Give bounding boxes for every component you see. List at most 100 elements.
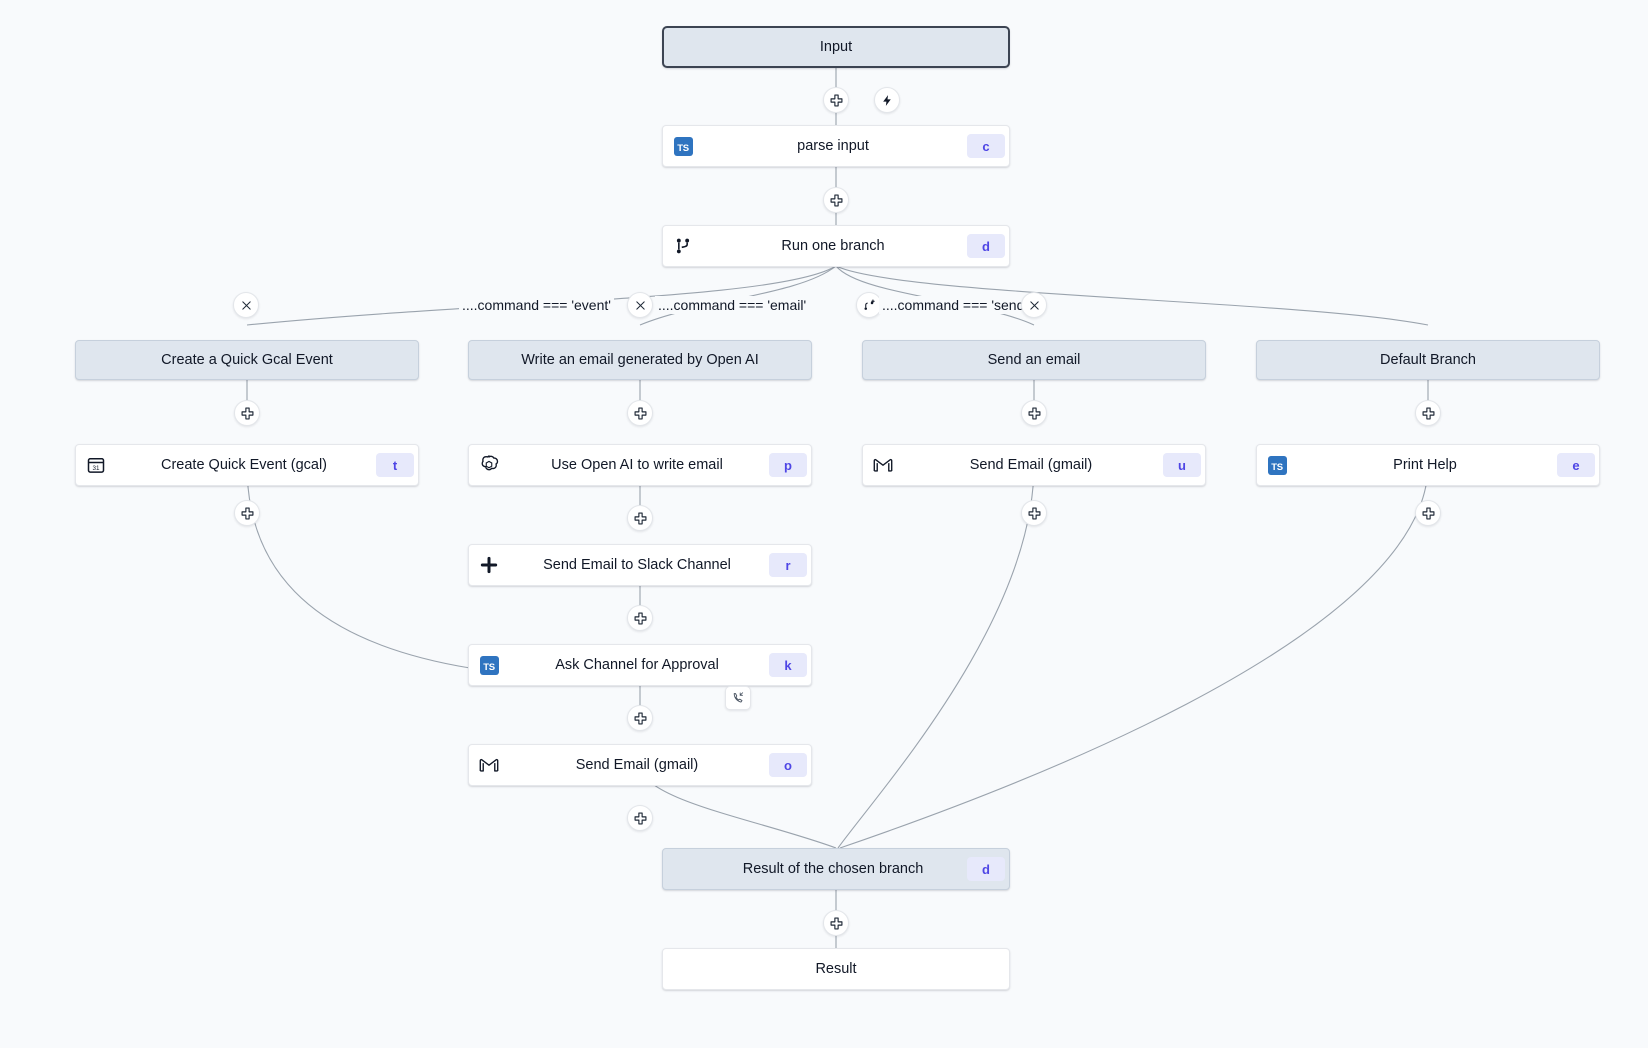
shortcut-badge[interactable]: c: [967, 134, 1005, 158]
node-run-one-branch-label: Run one branch: [781, 238, 885, 254]
node-create-quick-event-label: Create Quick Event (gcal): [160, 457, 327, 473]
branch-head-default-branch[interactable]: Default Branch: [1256, 340, 1600, 380]
node-parse-input-kbd-slot: c: [963, 134, 1009, 158]
lightning-bolt-icon: [882, 94, 891, 106]
node-result[interactable]: Result: [662, 948, 1010, 990]
node-use-openai-write-email[interactable]: Use Open AI to write email p: [468, 444, 812, 486]
plus-icon: [634, 407, 646, 419]
branch-head-label: Create a Quick Gcal Event: [161, 352, 333, 368]
plus-icon: [1028, 407, 1040, 419]
add-step-button-after-gmail-u[interactable]: [1021, 500, 1047, 526]
node-ask-approval-label: Ask Channel for Approval: [555, 657, 719, 673]
kbd-slot: k: [765, 653, 811, 677]
typescript-icon: TS: [1267, 455, 1287, 475]
git-branch-icon-slot: [663, 236, 703, 256]
add-step-button-branch-2[interactable]: [627, 400, 653, 426]
shortcut-badge[interactable]: d: [967, 857, 1005, 881]
close-icon: [241, 300, 251, 310]
plus-icon: [1422, 407, 1434, 419]
plus-icon: [830, 917, 842, 929]
node-result-label: Result: [815, 961, 857, 977]
remove-branch-button-3[interactable]: [1021, 292, 1047, 318]
add-step-button-after-openai[interactable]: [627, 505, 653, 531]
add-step-button-branch-3[interactable]: [1021, 400, 1047, 426]
branch-condition-1: ....command === 'event': [459, 296, 614, 314]
branch-head-label: Default Branch: [1380, 352, 1476, 368]
google-calendar-icon-slot: 31: [76, 455, 116, 475]
node-slack-label: Send Email to Slack Channel: [543, 557, 731, 573]
git-branch-icon: [676, 238, 690, 254]
gmail-icon: [873, 458, 893, 472]
node-ask-channel-for-approval[interactable]: TS Ask Channel for Approval k: [468, 644, 812, 686]
branch-head-write-email-openai[interactable]: Write an email generated by Open AI: [468, 340, 812, 380]
shortcut-badge[interactable]: r: [769, 553, 807, 577]
typescript-icon: TS: [673, 136, 693, 156]
node-print-help[interactable]: TS Print Help e: [1256, 444, 1600, 486]
plus-icon: [634, 612, 646, 624]
kbd-slot: e: [1553, 453, 1599, 477]
add-step-button-after-parse-input[interactable]: [823, 187, 849, 213]
node-send-email-to-slack-channel[interactable]: Send Email to Slack Channel r: [468, 544, 812, 586]
shortcut-badge[interactable]: u: [1163, 453, 1201, 477]
gmail-icon-slot: [863, 454, 903, 476]
add-step-button-after-approval[interactable]: [627, 705, 653, 731]
node-send-email-gmail-label: Send Email (gmail): [575, 757, 699, 773]
node-result-branch-label: Result of the chosen branch: [742, 861, 924, 877]
add-step-button-after-slack[interactable]: [627, 605, 653, 631]
suspend-resume-badge[interactable]: [725, 686, 751, 710]
add-step-button-after-gmail-o[interactable]: [627, 805, 653, 831]
node-send-email-gmail-u[interactable]: Send Email (gmail) u: [862, 444, 1206, 486]
svg-text:31: 31: [93, 465, 100, 472]
shortcut-badge[interactable]: o: [769, 753, 807, 777]
branch-head-label: Send an email: [987, 352, 1081, 368]
kbd-slot: p: [765, 453, 811, 477]
node-send-email-gmail-o[interactable]: Send Email (gmail) o: [468, 744, 812, 786]
shortcut-badge[interactable]: p: [769, 453, 807, 477]
node-run-one-branch[interactable]: Run one branch d: [662, 225, 1010, 267]
shortcut-badge[interactable]: e: [1557, 453, 1595, 477]
plus-icon: [634, 812, 646, 824]
add-step-button-after-print-help[interactable]: [1415, 500, 1441, 526]
plus-icon: [634, 712, 646, 724]
add-step-button-after-gcal[interactable]: [234, 500, 260, 526]
openai-icon: [481, 455, 499, 471]
plus-icon: [830, 94, 842, 106]
typescript-icon-slot: TS: [469, 655, 509, 675]
remove-branch-button-1[interactable]: [233, 292, 259, 318]
shortcut-badge[interactable]: t: [376, 453, 414, 477]
node-input-label: Input: [819, 39, 853, 55]
trigger-button[interactable]: [874, 87, 900, 113]
shortcut-badge[interactable]: d: [967, 234, 1005, 258]
slack-icon-slot: [469, 555, 509, 575]
plus-icon: [241, 407, 253, 419]
plus-icon: [1028, 507, 1040, 519]
shortcut-badge[interactable]: k: [769, 653, 807, 677]
kbd-slot: d: [963, 857, 1009, 881]
add-step-button-after-result-branch[interactable]: [823, 910, 849, 936]
plus-icon: [634, 512, 646, 524]
kbd-slot: r: [765, 553, 811, 577]
slack-icon: [480, 556, 498, 574]
branch-head-send-an-email[interactable]: Send an email: [862, 340, 1206, 380]
branch-head-create-gcal-event[interactable]: Create a Quick Gcal Event: [75, 340, 419, 380]
node-run-one-branch-kbd-slot: d: [963, 234, 1009, 258]
node-result-of-chosen-branch[interactable]: Result of the chosen branch d: [662, 848, 1010, 890]
kbd-slot: t: [372, 453, 418, 477]
kbd-slot: o: [765, 753, 811, 777]
add-step-button-branch-1[interactable]: [234, 400, 260, 426]
gmail-icon-slot: [469, 754, 509, 776]
add-step-button-branch-4[interactable]: [1415, 400, 1441, 426]
gmail-icon: [479, 758, 499, 772]
node-send-email-gmail-label: Send Email (gmail): [969, 457, 1093, 473]
node-create-quick-event-gcal[interactable]: 31 Create Quick Event (gcal) t: [75, 444, 419, 486]
typescript-icon: TS: [479, 655, 499, 675]
remove-branch-button-2[interactable]: [627, 292, 653, 318]
node-use-openai-label: Use Open AI to write email: [551, 457, 723, 473]
node-input[interactable]: Input: [662, 26, 1010, 68]
node-parse-input[interactable]: TS parse input c: [662, 125, 1010, 167]
node-parse-input-label: parse input: [797, 138, 869, 154]
suspend-resume-icon: [733, 692, 744, 703]
kbd-slot: u: [1159, 453, 1205, 477]
add-step-button-after-input[interactable]: [823, 87, 849, 113]
